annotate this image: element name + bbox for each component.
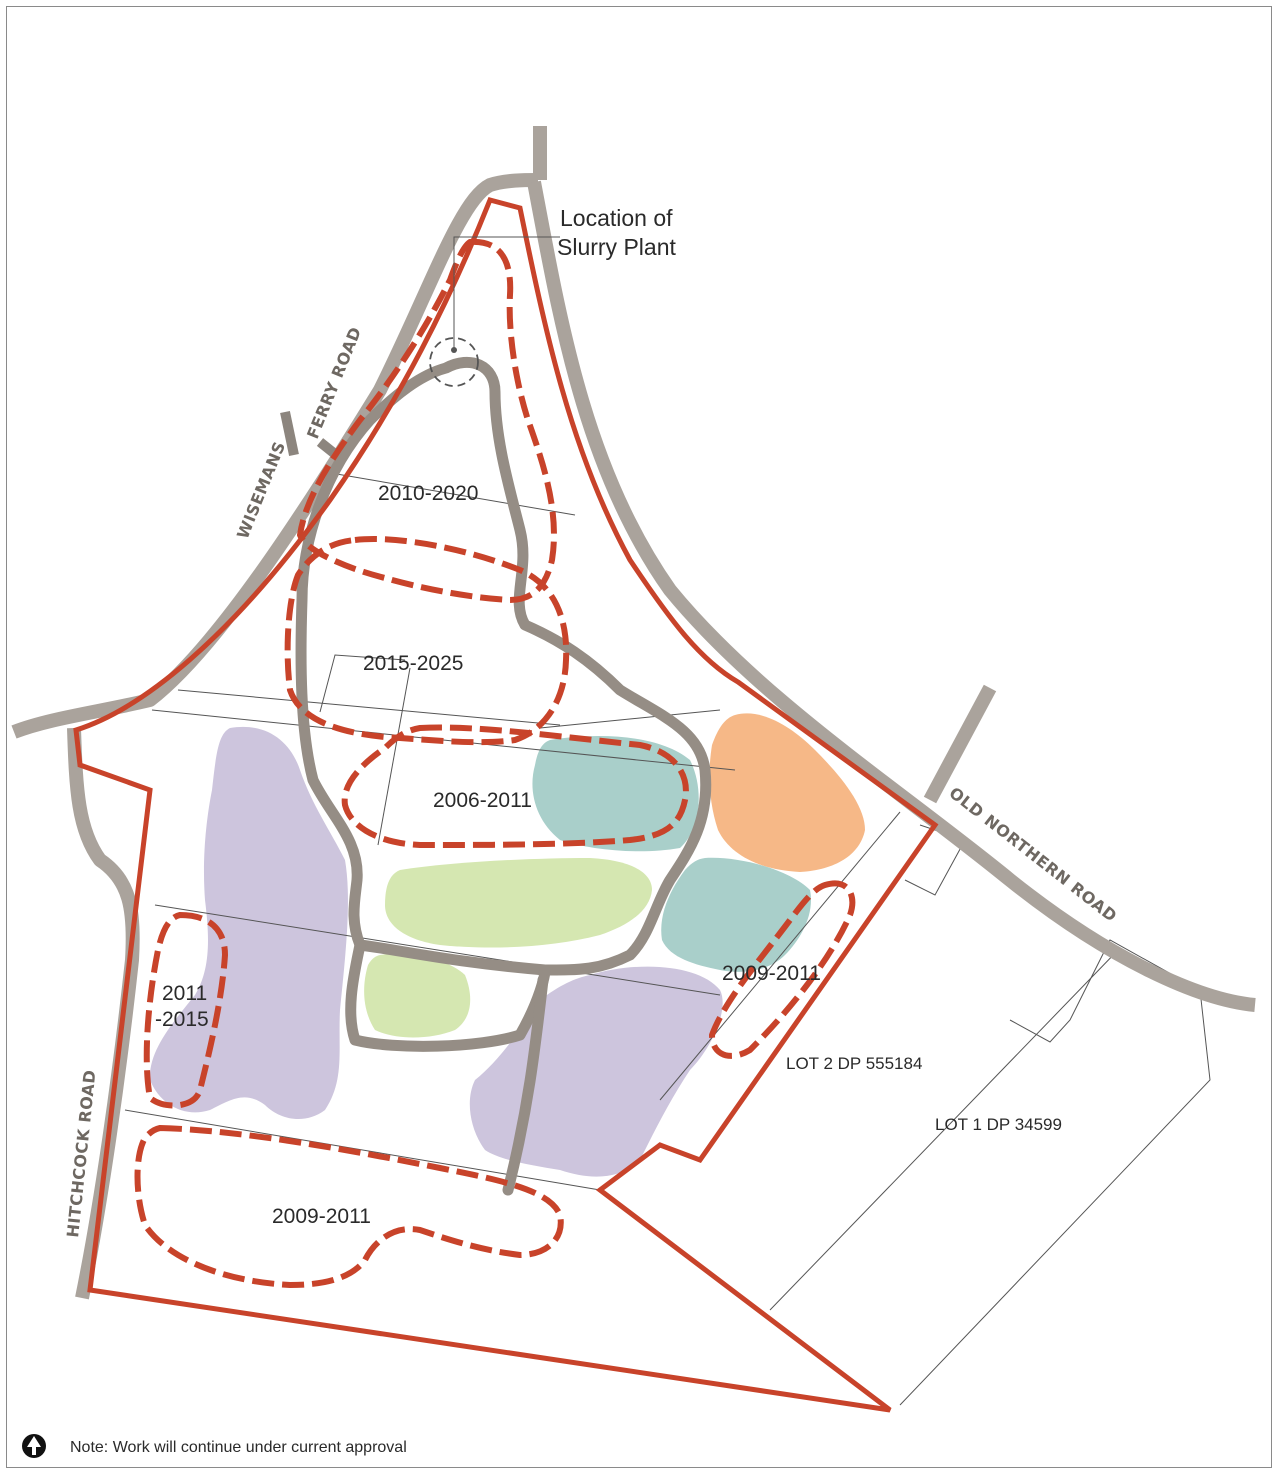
stage-outlines — [134, 238, 856, 1288]
road-label-wisemans: WISEMANS — [233, 439, 289, 542]
stage-2009-2011-east-outline — [709, 880, 856, 1059]
zone-lavender-west — [149, 726, 348, 1120]
stage-2011-2015-outline — [143, 912, 228, 1109]
slurry-plant-marker: Location of Slurry Plant — [429, 205, 676, 387]
zone-orange — [709, 713, 865, 872]
zones — [149, 713, 865, 1177]
stage-label-2010-2020: 2010-2020 — [378, 482, 478, 505]
haul-track — [295, 356, 712, 1196]
zone-green-large — [385, 858, 652, 948]
stage-label-2006-2011: 2006-2011 — [433, 789, 532, 812]
map-note: Note: Work will continue under current a… — [70, 1439, 407, 1456]
zone-lavender-south — [469, 966, 723, 1177]
stage-2015-2025-outline — [284, 536, 570, 746]
lot-label-lot2: LOT 2 DP 555184 — [786, 1054, 922, 1073]
stage-2010-2020-outline — [297, 238, 557, 603]
stage-label-2011-line2: -2015 — [155, 1008, 209, 1031]
north-arrow-icon — [22, 1434, 46, 1458]
stage-label-2009-2011-south: 2009-2011 — [272, 1205, 371, 1228]
road-wisemans-marker — [280, 410, 299, 457]
boundary-main — [73, 197, 939, 1413]
slurry-plant-label-line2: Slurry Plant — [557, 234, 676, 260]
site-boundary — [73, 197, 939, 1413]
track-south-spur — [502, 974, 549, 1196]
slurry-plant-label-line1: Location of — [560, 205, 673, 231]
map-frame — [6, 6, 1272, 1468]
road-old-northern-branch — [923, 684, 997, 804]
track-loop — [295, 356, 712, 976]
stage-2006-2011-outline — [341, 724, 689, 848]
stage-label-2011-line1: 2011 — [162, 982, 207, 1005]
zone-teal-north — [532, 736, 699, 852]
lot-labels: LOT 2 DP 555184 LOT 1 DP 34599 — [786, 1054, 1062, 1134]
slurry-plant-leader — [453, 236, 560, 350]
zone-green-small — [364, 953, 471, 1038]
road-old-northern — [527, 180, 1256, 1012]
stage-labels: 2010-2020 2015-2025 2006-2011 2009-2011 … — [155, 482, 821, 1228]
stage-label-2009-2011-east: 2009-2011 — [722, 962, 821, 985]
lot-label-lot1: LOT 1 DP 34599 — [935, 1115, 1062, 1134]
cadastral-lines — [124, 471, 1211, 1406]
zone-teal-east — [661, 857, 811, 972]
stage-2009-2011-south-outline — [134, 1125, 564, 1288]
stage-label-2015-2025: 2015-2025 — [363, 652, 463, 675]
slurry-plant-circle — [429, 337, 479, 387]
